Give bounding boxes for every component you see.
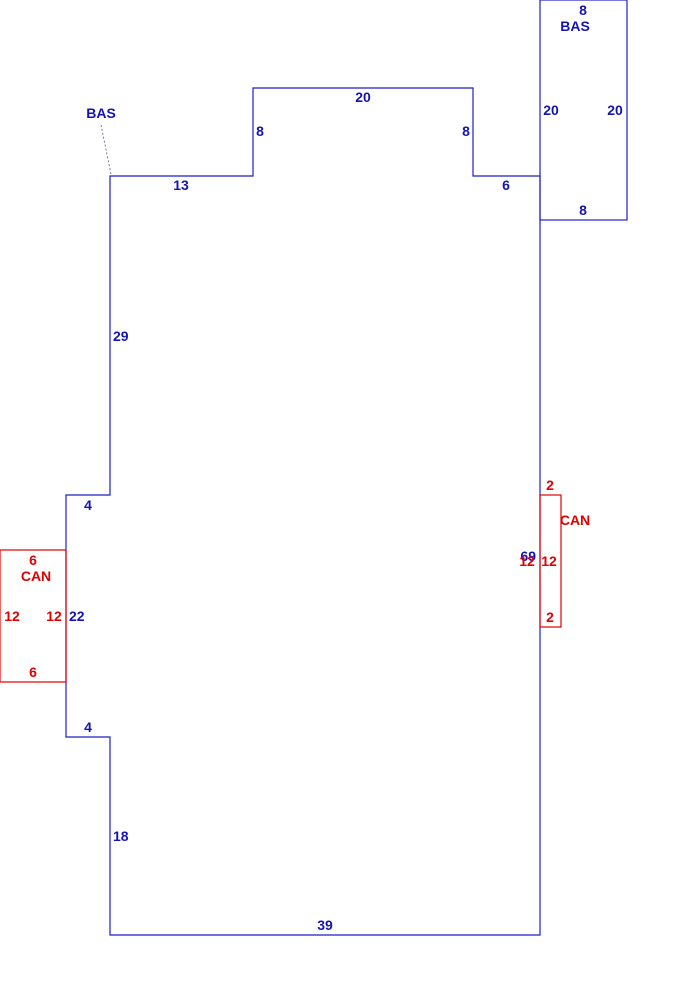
main-outline-shape [65,87,541,936]
can-right-dim-bottom: 2 [546,609,554,625]
dim-top-left: 13 [173,177,189,193]
dim-left-upper: 29 [113,328,129,344]
can-right-dim-top: 2 [546,477,554,493]
can-right-dim-left: 12 [519,553,535,569]
can-left-shape [0,549,67,683]
dim-step-lower: 4 [84,719,92,735]
main-outline-label: BAS [86,105,116,121]
can-right-shape [539,494,562,628]
dim-notch-top: 20 [355,89,371,105]
dim-left-lower: 18 [113,828,129,844]
can-left-label: CAN [21,568,51,584]
dim-notch-right: 8 [462,123,470,139]
upper-box-shape [539,0,628,221]
can-left-dim-bottom: 6 [29,664,37,680]
dim-bottom: 39 [317,917,333,933]
upper-box-dim-top: 8 [579,2,587,18]
dim-step-upper: 4 [84,497,92,513]
can-right-dim-right: 12 [541,553,557,569]
upper-box-dim-bottom: 8 [579,202,587,218]
can-right-label: CAN [560,512,590,528]
can-left-dim-left: 12 [4,608,20,624]
upper-box-label: BAS [560,18,590,34]
dim-notch-left: 8 [256,123,264,139]
upper-box-dim-right: 20 [607,102,623,118]
upper-box-dim-left: 20 [543,102,559,118]
dim-top-right: 6 [502,177,510,193]
dim-right: 69 [520,548,536,564]
dim-left-mid: 22 [69,608,85,624]
can-left-dim-top: 6 [29,552,37,568]
can-left-dim-right: 12 [46,608,62,624]
bas-label-leader [100,124,112,175]
